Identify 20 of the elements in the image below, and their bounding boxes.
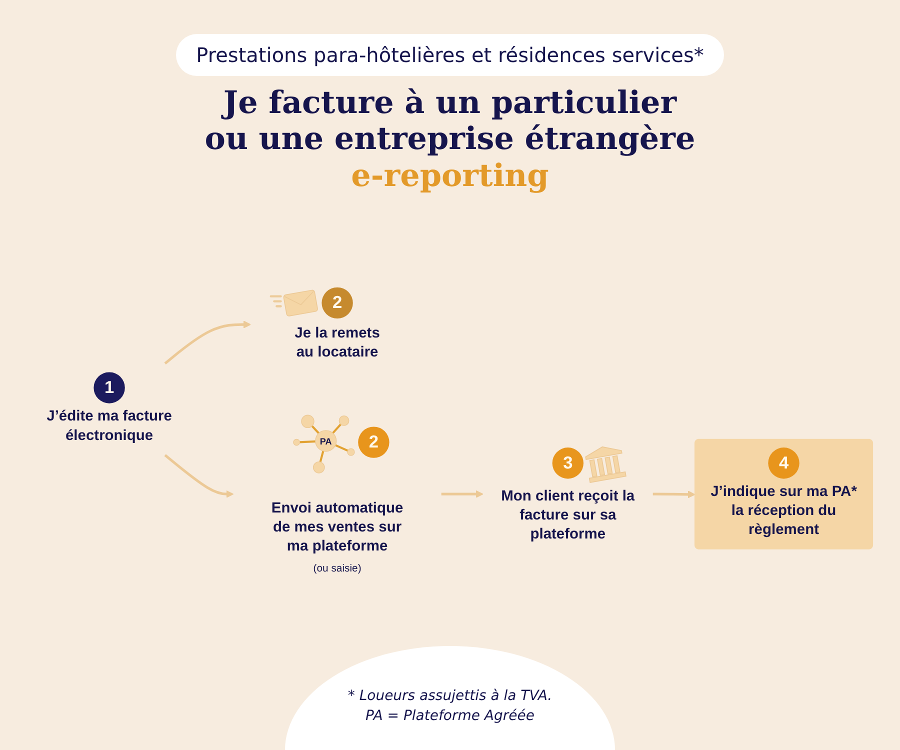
footnote: PA = Plateforme Agréée [366,707,534,726]
node-circle: 2 [358,426,390,458]
topic-tag: Prestations para-hôtelières et résidences services* [176,34,724,76]
node-label: Mon client reçoit la facture sur sa plateforme [501,488,635,542]
arrow [441,490,484,498]
node-label: Je la remets au locataire [294,324,380,360]
node-label: J’édite ma facture électronique [46,408,172,444]
subtitle: e-reporting [351,158,549,194]
arrow [652,490,696,498]
title: Je facture à un particulier ou une entreprise étrangère [204,86,696,158]
node-box: 4 J’indique sur ma PA* la réception du règlement [694,439,874,550]
node-label: Envoi automatique de mes ventes sur ma plateforme [271,500,404,554]
node-label: (ou saisie) [313,562,362,574]
arrow [164,454,234,498]
node-circle: 1 [94,372,125,404]
node-circle: 3 [552,448,584,479]
node-circle: 2 [322,288,353,319]
footnote: * Loueurs assujettis à la TVA. [348,687,552,706]
hub-label: PA [320,438,332,448]
arrow [164,320,251,365]
